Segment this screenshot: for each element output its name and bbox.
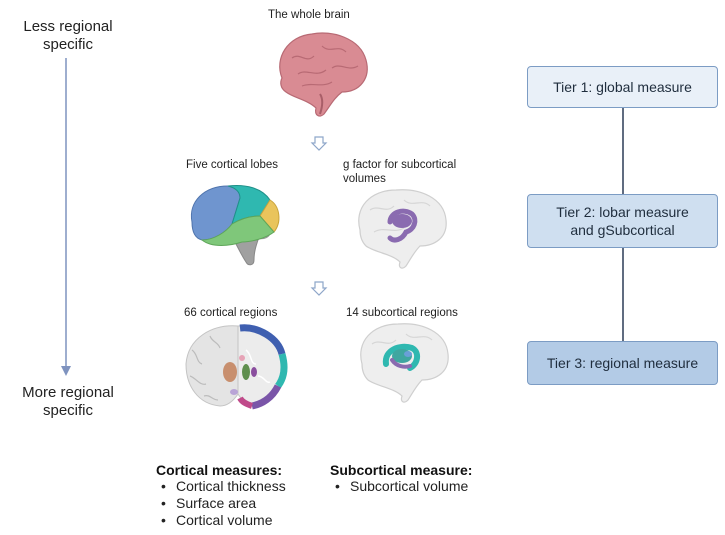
whole-brain-caption: The whole brain <box>268 9 350 21</box>
tier-1-box: Tier 1: global measure <box>527 66 718 108</box>
tier-connector-2 <box>622 248 624 342</box>
g-factor-brain-image <box>358 189 447 269</box>
more-regional-label: More regional specific <box>22 384 114 419</box>
subcortical-regions-caption: 14 subcortical regions <box>346 307 458 319</box>
down-arrow-2 <box>310 281 328 296</box>
subcortical-measure-block: Subcortical measure: Subcortical volume <box>330 462 472 495</box>
list-item: Cortical thickness <box>156 478 286 495</box>
subcortical-regions-brain-image <box>360 323 449 403</box>
five-lobes-caption: Five cortical lobes <box>186 159 279 171</box>
down-arrow-1 <box>310 136 328 151</box>
tier-3-box: Tier 3: regional measure <box>527 341 718 385</box>
cortical-measures-block: Cortical measures: Cortical thickness Su… <box>156 462 286 529</box>
cortical-measures-list: Cortical thickness Surface area Cortical… <box>156 478 286 529</box>
list-item: Surface area <box>156 495 286 512</box>
cortical-regions-caption: 66 cortical regions <box>184 307 278 319</box>
tier-2-box: Tier 2: lobar measure and gSubcortical <box>527 194 718 248</box>
g-factor-caption: g factor for subcortical volumes <box>343 159 457 185</box>
five-lobes-brain-image <box>190 185 280 266</box>
subcortical-measure-list: Subcortical volume <box>330 478 472 495</box>
cortical-regions-brain-image <box>185 324 288 410</box>
tier-connector-1 <box>622 108 624 196</box>
whole-brain-image <box>279 32 368 117</box>
subcortical-measure-title: Subcortical measure: <box>330 462 473 478</box>
cortical-measures-title: Cortical measures: <box>156 462 283 478</box>
list-item: Cortical volume <box>156 512 286 529</box>
specificity-arrow <box>61 58 71 376</box>
list-item: Subcortical volume <box>330 478 472 495</box>
less-regional-label: Less regional specific <box>23 18 113 53</box>
